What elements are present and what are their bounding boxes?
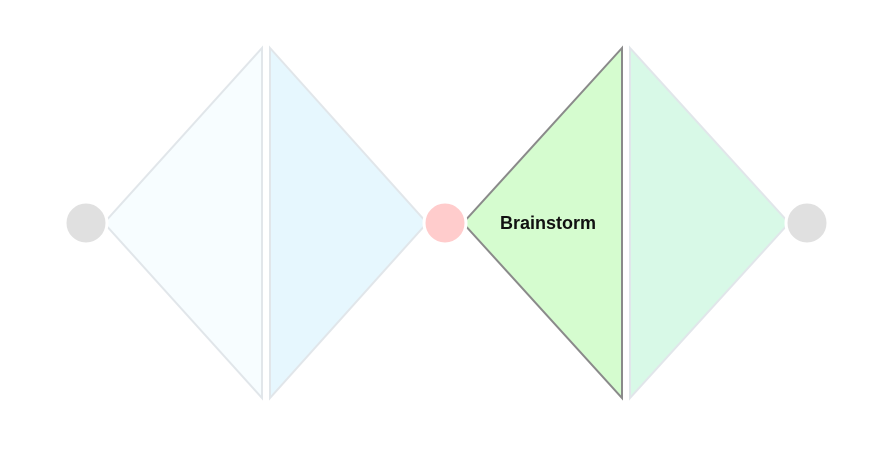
brainstorm-label: Brainstorm xyxy=(500,213,596,233)
start-node[interactable] xyxy=(63,200,109,246)
end-node[interactable] xyxy=(784,200,830,246)
brainstorm-segment[interactable] xyxy=(461,45,623,401)
diamond-1-right-segment[interactable] xyxy=(269,45,429,401)
diamond-2-right-segment[interactable] xyxy=(629,45,791,401)
middle-node[interactable] xyxy=(422,200,468,246)
diamond-1-left-segment[interactable] xyxy=(102,45,263,401)
